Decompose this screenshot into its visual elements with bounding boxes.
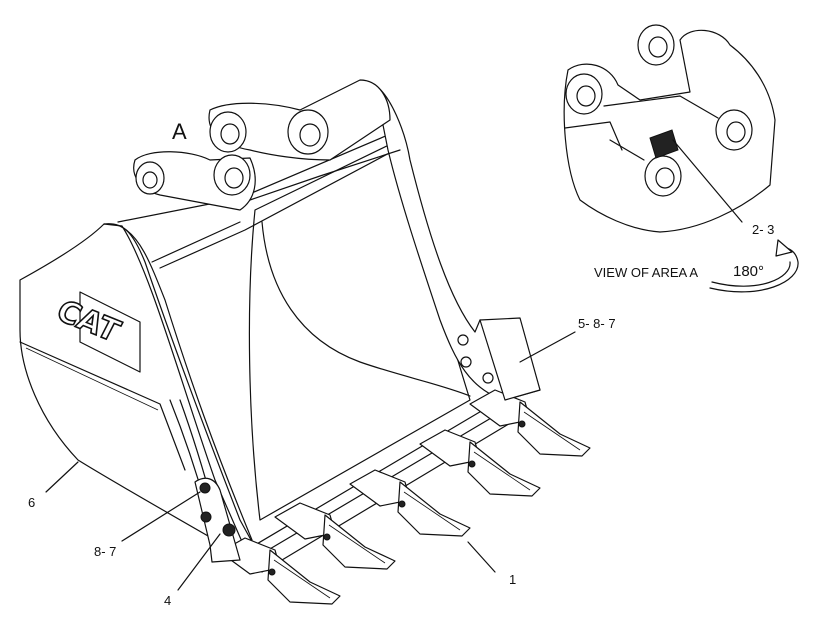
- rotation-label: 180°: [733, 263, 764, 280]
- leader-4: [177, 533, 221, 591]
- leader-5-8-7: [519, 331, 576, 363]
- teeth-row: [219, 389, 591, 605]
- callout-4: 4: [164, 593, 171, 608]
- side-cutter-right: [479, 317, 541, 401]
- area-a-label: A: [172, 119, 187, 144]
- view-caption: VIEW OF AREA A: [594, 265, 698, 280]
- leader-lines: [45, 139, 743, 591]
- leader-1: [467, 541, 496, 573]
- leader-8-7: [121, 491, 201, 542]
- rotation-arrow-icon: [709, 239, 799, 293]
- callout-2-3: 2- 3: [752, 222, 774, 237]
- tooth-1: [219, 537, 341, 605]
- leader-2-3: [672, 139, 743, 223]
- tooth-2: [274, 502, 396, 570]
- mounting-brackets: [133, 79, 401, 211]
- tooth-3: [349, 469, 471, 537]
- inset-view-area-a: [563, 24, 776, 233]
- callout-5-8-7: 5- 8- 7: [578, 316, 616, 331]
- leader-6: [45, 461, 79, 493]
- callout-8-7: 8- 7: [94, 544, 116, 559]
- callout-1: 1: [509, 572, 516, 587]
- side-cutter-left: [194, 477, 241, 563]
- callout-6: 6: [28, 495, 35, 510]
- tooth-5: [469, 389, 591, 457]
- tooth-4: [419, 429, 541, 497]
